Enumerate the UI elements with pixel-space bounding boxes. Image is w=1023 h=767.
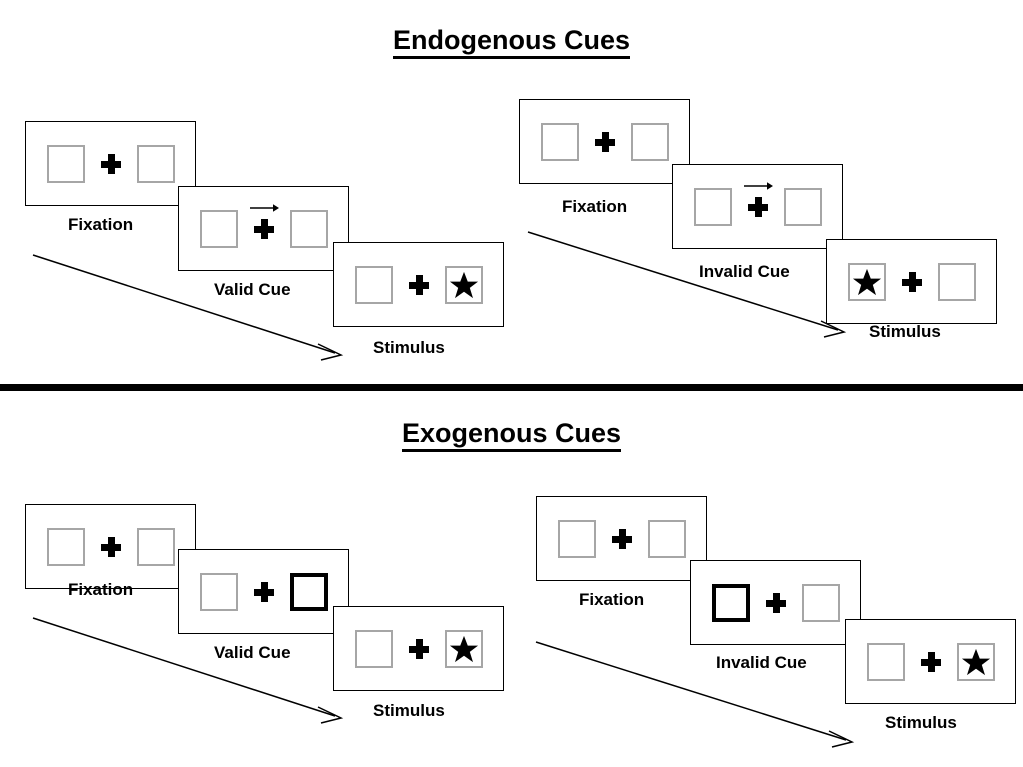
fixation-cross-icon bbox=[611, 528, 632, 549]
target-box-right bbox=[956, 642, 995, 681]
section-title-exogenous-text: Exogenous Cues bbox=[401, 418, 622, 452]
placeholder-box-left bbox=[540, 122, 579, 161]
trial-frame-fixation bbox=[25, 504, 196, 589]
trial-frame-valid-cue bbox=[178, 549, 349, 634]
stimulus-row bbox=[199, 203, 328, 248]
trial-frame-fixation bbox=[536, 496, 707, 581]
placeholder-box-right bbox=[937, 262, 976, 301]
stimulus-row bbox=[847, 262, 976, 301]
placeholder-box-right bbox=[136, 144, 175, 183]
sequence-arrow-icon bbox=[535, 641, 855, 748]
section-title-endogenous-text: Endogenous Cues bbox=[392, 25, 630, 59]
placeholder-box-left bbox=[354, 629, 393, 668]
frame-caption: Invalid Cue bbox=[699, 262, 790, 281]
trial-frame-valid-cue bbox=[178, 186, 349, 271]
frame-caption: Fixation bbox=[68, 580, 134, 599]
stimulus-row bbox=[540, 122, 669, 161]
frame-caption: Invalid Cue bbox=[716, 653, 807, 672]
black-star-icon bbox=[449, 271, 478, 298]
frame-caption: Valid Cue bbox=[214, 643, 291, 662]
trial-frame-stimulus bbox=[333, 606, 504, 691]
frame-caption: Stimulus bbox=[869, 322, 941, 341]
placeholder-box-right bbox=[801, 583, 840, 622]
cued-box-left bbox=[711, 583, 750, 622]
frame-caption: Fixation bbox=[579, 590, 645, 609]
frame-caption: Stimulus bbox=[373, 338, 445, 357]
fixation-cross-icon bbox=[408, 638, 429, 659]
placeholder-box-left bbox=[693, 187, 732, 226]
stimulus-row bbox=[354, 629, 483, 668]
target-box-right bbox=[444, 629, 483, 668]
placeholder-box-left bbox=[46, 144, 85, 183]
placeholder-box-left bbox=[199, 209, 238, 248]
fixation-cross-icon bbox=[901, 271, 922, 292]
stimulus-row bbox=[711, 583, 840, 622]
stimulus-row bbox=[199, 572, 328, 611]
fixation-cross-icon bbox=[920, 651, 941, 672]
black-star-icon bbox=[852, 268, 881, 295]
fixation-cross-icon bbox=[253, 581, 274, 602]
black-star-icon bbox=[961, 648, 990, 675]
cued-box-right bbox=[289, 572, 328, 611]
trial-frame-stimulus bbox=[333, 242, 504, 327]
placeholder-box-right bbox=[647, 519, 686, 558]
placeholder-box-left bbox=[354, 265, 393, 304]
stimulus-row bbox=[557, 519, 686, 558]
stimulus-row bbox=[866, 642, 995, 681]
placeholder-box-left bbox=[46, 527, 85, 566]
stimulus-row bbox=[46, 527, 175, 566]
fixation-cross-icon bbox=[100, 153, 121, 174]
stimulus-row bbox=[354, 265, 483, 304]
section-divider bbox=[0, 384, 1023, 391]
fixation-cross-icon bbox=[743, 181, 773, 217]
stimulus-row bbox=[46, 144, 175, 183]
trial-frame-fixation bbox=[25, 121, 196, 206]
trial-frame-invalid-cue bbox=[690, 560, 861, 645]
placeholder-box-right bbox=[289, 209, 328, 248]
frame-caption: Valid Cue bbox=[214, 280, 291, 299]
arrow-right-icon bbox=[743, 181, 773, 190]
fixation-cross-icon bbox=[249, 203, 279, 239]
fixation-cross-icon bbox=[408, 274, 429, 295]
stimulus-row bbox=[693, 181, 822, 226]
placeholder-box-right bbox=[630, 122, 669, 161]
target-box-left bbox=[847, 262, 886, 301]
placeholder-box-left bbox=[557, 519, 596, 558]
arrow-right-icon bbox=[249, 203, 279, 212]
placeholder-box-left bbox=[199, 572, 238, 611]
placeholder-box-right bbox=[783, 187, 822, 226]
target-box-right bbox=[444, 265, 483, 304]
frame-caption: Stimulus bbox=[885, 713, 957, 732]
black-star-icon bbox=[449, 635, 478, 662]
trial-frame-stimulus bbox=[826, 239, 997, 324]
section-title-exogenous: Exogenous Cues bbox=[0, 418, 1023, 452]
frame-caption: Stimulus bbox=[373, 701, 445, 720]
placeholder-box-left bbox=[866, 642, 905, 681]
section-title-endogenous: Endogenous Cues bbox=[0, 25, 1023, 59]
trial-frame-stimulus bbox=[845, 619, 1016, 704]
frame-caption: Fixation bbox=[68, 215, 134, 234]
frame-caption: Fixation bbox=[562, 197, 628, 216]
placeholder-box-right bbox=[136, 527, 175, 566]
trial-frame-fixation bbox=[519, 99, 690, 184]
trial-frame-invalid-cue bbox=[672, 164, 843, 249]
fixation-cross-icon bbox=[594, 131, 615, 152]
fixation-cross-icon bbox=[100, 536, 121, 557]
fixation-cross-icon bbox=[765, 592, 786, 613]
